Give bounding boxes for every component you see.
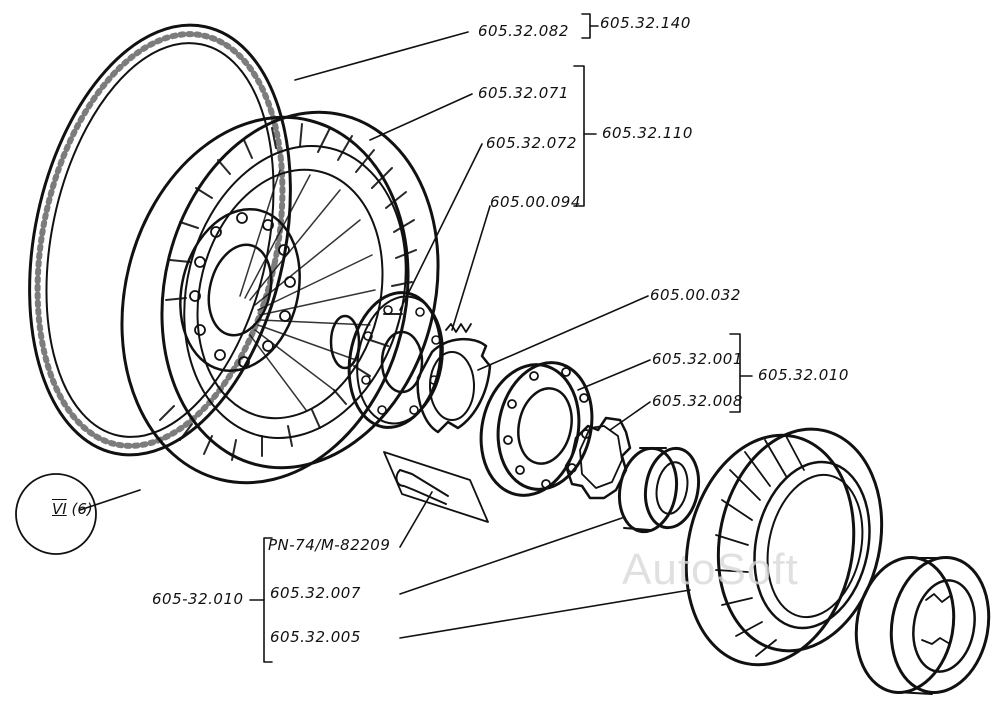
label-impeller: 605.32.071 <box>478 84 569 102</box>
impeller-wheel <box>120 110 440 485</box>
lock-plate <box>416 337 492 434</box>
spring <box>445 323 472 333</box>
leader-lines <box>79 31 691 639</box>
label-gasket-assembly: 605.32.140 <box>600 14 691 32</box>
roller-ring <box>617 446 701 534</box>
reactor-body <box>479 361 594 497</box>
outer-ring <box>684 427 884 667</box>
brackets <box>249 13 753 663</box>
watermark: AutoSoft <box>622 545 799 594</box>
label-bearing-assembly-group: 605-32.010 <box>152 590 244 608</box>
view-sheet: (6) <box>71 500 93 518</box>
view-reference: VI (6) <box>52 500 93 518</box>
label-bolt: PN-74/M-82209 <box>268 536 391 554</box>
outer-race <box>854 556 991 695</box>
view-reference-circle <box>15 473 97 555</box>
label-lock-plate: 605.00.032 <box>650 286 741 304</box>
label-roller-ring: 605.32.007 <box>270 584 361 602</box>
label-reactor-body: 605.32.001 <box>652 350 743 368</box>
label-spring: 605.00.094 <box>490 193 581 211</box>
label-impeller-assembly: 605.32.110 <box>602 124 693 142</box>
bolt-panel <box>383 451 489 523</box>
label-hub: 605.32.072 <box>486 134 577 152</box>
label-freewheel-cam: 605.32.008 <box>652 392 743 410</box>
gasket-ring <box>28 23 292 457</box>
label-reactor-assembly: 605.32.010 <box>758 366 849 384</box>
view-numeral: VI <box>52 500 67 518</box>
hub-flange <box>329 291 444 429</box>
label-gasket: 605.32.082 <box>478 22 569 40</box>
label-outer-ring: 605.32.005 <box>270 628 361 646</box>
